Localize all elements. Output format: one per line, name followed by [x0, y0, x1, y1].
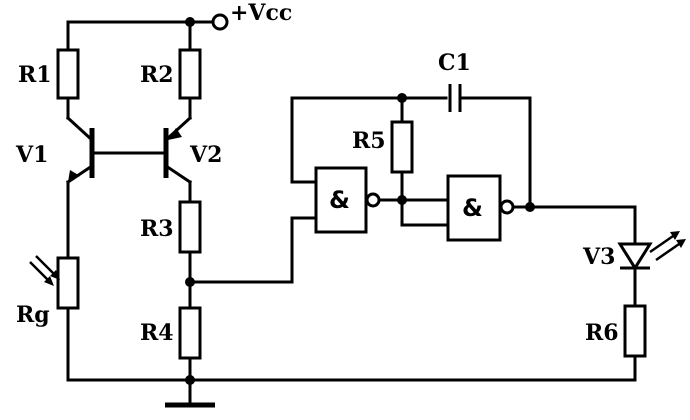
r2-label: R2: [140, 62, 174, 88]
v2-label: V2: [189, 142, 222, 168]
r5-label: R5: [352, 128, 386, 154]
transistor-v2: V2: [163, 115, 222, 204]
nand-gate-1: &: [314, 166, 450, 234]
nand-gate-2: &: [400, 174, 637, 242]
resistor-r2: R2: [140, 20, 202, 120]
ground-rail: [66, 375, 637, 408]
resistor-r1: R1: [18, 20, 80, 120]
transistor-v1: V1: [15, 115, 95, 260]
gate1-inverter-bubble: [365, 192, 381, 208]
capacitor-c1: C1: [438, 50, 532, 209]
vcc-terminal: [211, 13, 229, 31]
v3-label: V3: [582, 244, 615, 270]
c1-label: C1: [438, 50, 471, 76]
r4-label: R4: [140, 320, 174, 346]
vcc-label: +Vcc: [230, 0, 292, 26]
supply-rail: +Vcc: [66, 0, 292, 31]
resistor-r3: R3: [140, 200, 202, 284]
r3-label: R3: [140, 216, 174, 242]
led-v3: V3: [582, 205, 686, 308]
r6-label: R6: [585, 320, 619, 346]
resistor-r4: R4: [140, 280, 202, 382]
gate2-symbol: &: [462, 194, 483, 222]
gate2-inverter-bubble: [499, 199, 515, 215]
v1-label: V1: [15, 142, 48, 168]
photoresistor-rg: Rg: [16, 255, 80, 382]
gate1-symbol: &: [329, 186, 350, 214]
r1-label: R1: [18, 62, 52, 88]
resistor-r6: R6: [585, 304, 647, 382]
rg-label: Rg: [16, 302, 50, 328]
